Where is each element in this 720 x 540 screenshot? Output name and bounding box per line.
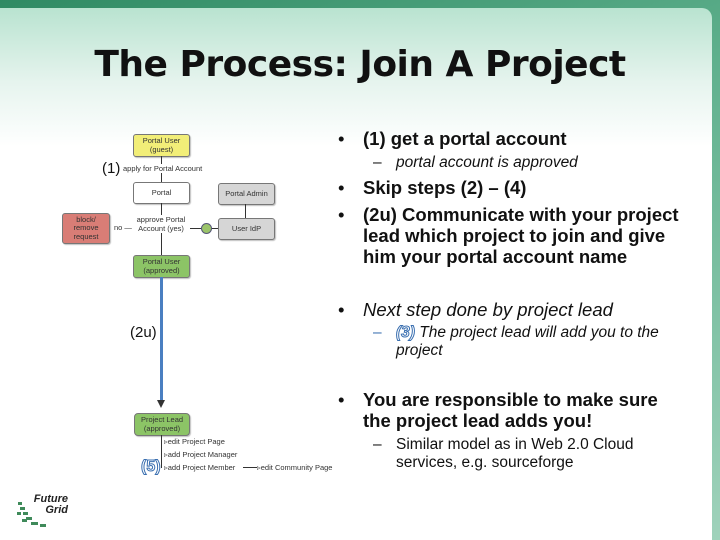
edge-edit-project-page: ▹edit Project Page — [164, 437, 225, 446]
edge-add-project-manager: ▹add Project Manager — [164, 450, 238, 459]
edge-label: add Project Member — [167, 463, 236, 472]
sub-bullet-text: The project lead will add you to the pro… — [396, 324, 659, 359]
node-portal-user-guest: Portal User (guest) — [133, 134, 190, 157]
edge-no: no — — [114, 223, 132, 232]
step-label-2u: (2u) — [130, 324, 157, 341]
bullet-text: (1) get a portal account — [363, 128, 567, 149]
dash-icon: – — [373, 324, 382, 341]
dash-icon: – — [373, 154, 382, 171]
slide-background — [0, 8, 712, 540]
bullet-icon: • — [338, 299, 345, 320]
edge-label: edit Community Page — [260, 463, 333, 472]
node-user-idp: User IdP — [218, 218, 275, 240]
node-portal-user-approved: Portal User (approved) — [133, 255, 190, 278]
node-project-lead: Project Lead (approved) — [134, 413, 190, 436]
node-block-remove-request: block/ remove request — [62, 213, 110, 244]
edge-edit-community-page: ▹edit Community Page — [257, 463, 333, 472]
bullet-icon: • — [338, 128, 345, 149]
bullet-text: (2u) Communicate with your project lead … — [363, 204, 679, 267]
bullet-text: Next step done by project lead — [363, 299, 613, 320]
sub-bullet-text: portal account is approved — [396, 154, 578, 171]
edge-line — [245, 204, 246, 218]
slide-title: The Process: Join A Project — [94, 44, 626, 85]
edge-add-project-member: ▹add Project Member — [164, 463, 236, 472]
bullet-icon: • — [338, 389, 345, 410]
flow-line — [160, 277, 163, 401]
edge-line — [161, 435, 162, 468]
connector-circle-icon — [201, 223, 212, 234]
node-portal-admin: Portal Admin — [218, 183, 275, 205]
edge-apply: apply for Portal Account — [123, 164, 203, 173]
dash-icon: – — [373, 436, 382, 453]
node-portal: Portal — [133, 182, 190, 204]
bullet-text: Skip steps (2) – (4) — [363, 177, 527, 198]
edge-label: edit Project Page — [167, 437, 225, 446]
logo-grid-icon — [17, 502, 46, 527]
edge-line — [243, 467, 257, 468]
bullet-icon: • — [338, 204, 345, 225]
step-label-1: (1) — [102, 160, 121, 177]
edge-approve: approve Portal Account (yes) — [136, 215, 186, 233]
sub-bullet-text: Similar model as in Web 2.0 Cloud servic… — [396, 436, 634, 471]
step-label-5: (5) — [141, 458, 162, 476]
step-label-3: (3) — [396, 324, 416, 342]
arrow-down-icon — [157, 400, 165, 408]
bullet-text: You are responsible to make sure the pro… — [363, 389, 658, 431]
bullet-icon: • — [338, 177, 345, 198]
edge-label: add Project Manager — [167, 450, 238, 459]
